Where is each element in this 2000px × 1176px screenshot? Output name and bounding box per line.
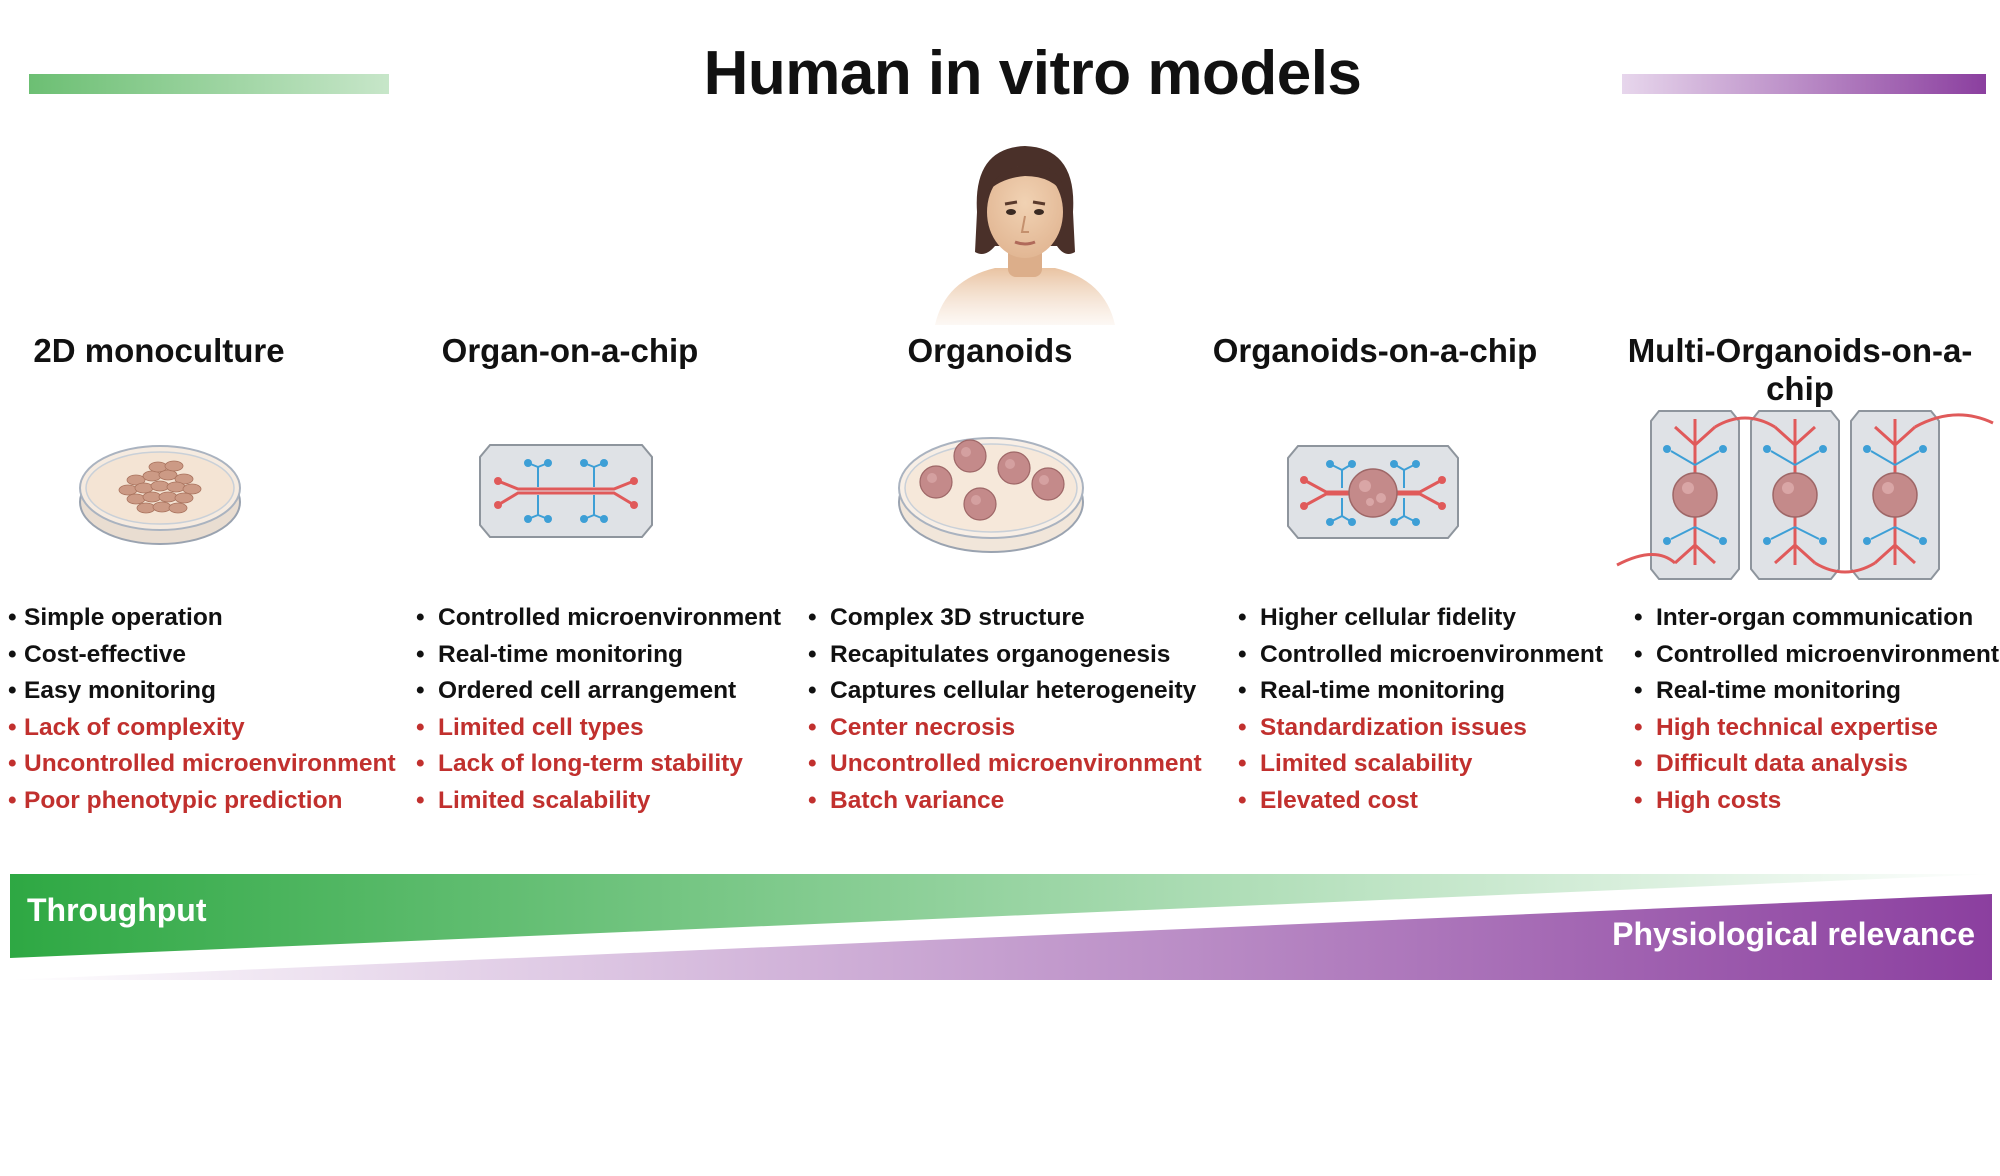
pro-item: Ordered cell arrangement bbox=[416, 673, 781, 710]
con-item: Batch variance bbox=[808, 783, 1202, 820]
throughput-wedge bbox=[10, 874, 1996, 958]
con-item: High costs bbox=[1634, 783, 1999, 820]
multi-organoid-chip-icon bbox=[1616, 410, 1994, 580]
model-features-2d-monoculture: Simple operation Cost-effective Easy mon… bbox=[8, 600, 396, 819]
model-features-organ-on-a-chip: Controlled microenvironment Real-time mo… bbox=[416, 600, 781, 819]
human-figure-icon bbox=[935, 146, 1115, 325]
page-title: Human in vitro models bbox=[703, 39, 1362, 108]
con-item: Uncontrolled microenvironment bbox=[8, 746, 396, 783]
pro-item: Easy monitoring bbox=[8, 673, 396, 710]
pro-item: Simple operation bbox=[8, 600, 396, 637]
con-item: Lack of long-term stability bbox=[416, 746, 781, 783]
con-item: Difficult data analysis bbox=[1634, 746, 1999, 783]
pro-item: Real-time monitoring bbox=[1238, 673, 1603, 710]
con-item: High technical expertise bbox=[1634, 710, 1999, 747]
con-item: Uncontrolled microenvironment bbox=[808, 746, 1202, 783]
con-item: Limited scalability bbox=[1238, 746, 1603, 783]
con-item: Center necrosis bbox=[808, 710, 1202, 747]
con-item: Elevated cost bbox=[1238, 783, 1603, 820]
con-item: Standardization issues bbox=[1238, 710, 1603, 747]
pro-item: Controlled microenvironment bbox=[1634, 637, 1999, 674]
organoid-chip-icon bbox=[1287, 445, 1459, 539]
physiological-relevance-wedge bbox=[8, 894, 1992, 980]
pro-item: Complex 3D structure bbox=[808, 600, 1202, 637]
microfluidic-chip-icon bbox=[479, 444, 653, 538]
physiological-relevance-label: Physiological relevance bbox=[1612, 916, 1975, 952]
con-item: Poor phenotypic prediction bbox=[8, 783, 396, 820]
pro-item: Real-time monitoring bbox=[1634, 673, 1999, 710]
model-title-2d-monoculture: 2D monoculture bbox=[33, 332, 285, 369]
petri-dish-monolayer-icon bbox=[79, 445, 241, 545]
petri-dish-organoids-icon bbox=[898, 437, 1084, 553]
green-accent-bar bbox=[29, 74, 389, 94]
model-title-organoids: Organoids bbox=[907, 332, 1073, 369]
model-features-organoids: Complex 3D structure Recapitulates organ… bbox=[808, 600, 1202, 819]
trend-wedges bbox=[8, 874, 1996, 980]
con-item: Lack of complexity bbox=[8, 710, 396, 747]
model-features-organoids-on-a-chip: Higher cellular fidelity Controlled micr… bbox=[1238, 600, 1603, 819]
throughput-label: Throughput bbox=[27, 892, 207, 928]
model-features-multi-organoids-on-a-chip: Inter-organ communication Controlled mic… bbox=[1634, 600, 1999, 819]
pro-item: Real-time monitoring bbox=[416, 637, 781, 674]
pro-item: Controlled microenvironment bbox=[1238, 637, 1603, 674]
pro-item: Recapitulates organogenesis bbox=[808, 637, 1202, 674]
pro-item: Captures cellular heterogeneity bbox=[808, 673, 1202, 710]
pro-item: Higher cellular fidelity bbox=[1238, 600, 1603, 637]
con-item: Limited cell types bbox=[416, 710, 781, 747]
model-title-organ-on-a-chip: Organ-on-a-chip bbox=[441, 332, 699, 369]
model-title-multi-organoids-on-a-chip: Multi-Organoids-on-a-chip bbox=[1627, 332, 1973, 407]
pro-item: Cost-effective bbox=[8, 637, 396, 674]
purple-accent-bar bbox=[1622, 74, 1986, 94]
pro-item: Inter-organ communication bbox=[1634, 600, 1999, 637]
con-item: Limited scalability bbox=[416, 783, 781, 820]
pro-item: Controlled microenvironment bbox=[416, 600, 781, 637]
model-title-organoids-on-a-chip: Organoids-on-a-chip bbox=[1212, 332, 1538, 369]
